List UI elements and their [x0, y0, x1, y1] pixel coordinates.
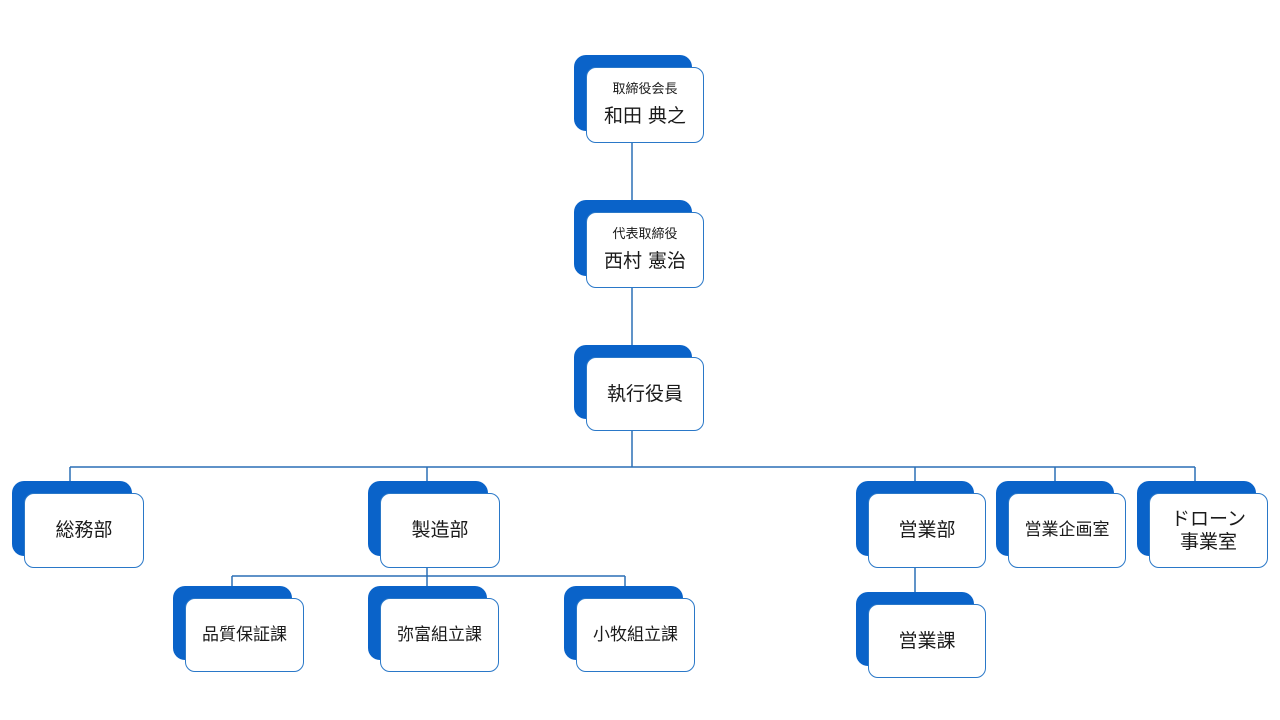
quality-assurance-label: 品質保証課 [202, 624, 287, 645]
node-chairman: 取締役会長 和田 典之 [574, 55, 704, 143]
card-sales-planning: 営業企画室 [1008, 493, 1126, 568]
drone-label: ドローン 事業室 [1170, 507, 1247, 553]
general-affairs-label: 総務部 [55, 519, 113, 541]
president-name: 西村 憲治 [603, 250, 687, 272]
node-president: 代表取締役 西村 憲治 [574, 200, 704, 288]
node-yatomi-assembly: 弥富組立課 [368, 586, 499, 672]
card-general-affairs: 総務部 [24, 493, 144, 568]
node-sales-planning: 営業企画室 [996, 481, 1126, 568]
manufacturing-label: 製造部 [411, 519, 469, 541]
sales-section-label: 営業課 [898, 629, 956, 652]
card-sales-section: 営業課 [868, 604, 986, 678]
executives-label: 執行役員 [606, 382, 683, 405]
node-quality-assurance: 品質保証課 [173, 586, 304, 672]
card-quality-assurance: 品質保証課 [185, 598, 304, 672]
card-drone: ドローン 事業室 [1149, 493, 1268, 568]
sales-label: 営業部 [898, 519, 956, 541]
node-komaki-assembly: 小牧組立課 [564, 586, 695, 672]
card-president: 代表取締役 西村 憲治 [586, 212, 704, 288]
chairman-role: 取締役会長 [612, 82, 678, 97]
card-manufacturing: 製造部 [380, 493, 500, 568]
yatomi-assembly-label: 弥富組立課 [397, 624, 482, 645]
node-executives: 執行役員 [574, 345, 704, 431]
chairman-name: 和田 典之 [603, 105, 687, 127]
president-role: 代表取締役 [612, 227, 678, 242]
komaki-assembly-label: 小牧組立課 [593, 624, 678, 645]
sales-planning-label: 営業企画室 [1024, 520, 1110, 540]
card-sales: 営業部 [868, 493, 986, 568]
node-drone: ドローン 事業室 [1137, 481, 1268, 568]
card-executives: 執行役員 [586, 357, 704, 431]
node-sales: 営業部 [856, 481, 986, 568]
card-komaki-assembly: 小牧組立課 [576, 598, 695, 672]
node-general-affairs: 総務部 [12, 481, 144, 568]
card-chairman: 取締役会長 和田 典之 [586, 67, 704, 143]
card-yatomi-assembly: 弥富組立課 [380, 598, 499, 672]
node-manufacturing: 製造部 [368, 481, 500, 568]
node-sales-section: 営業課 [856, 592, 986, 678]
